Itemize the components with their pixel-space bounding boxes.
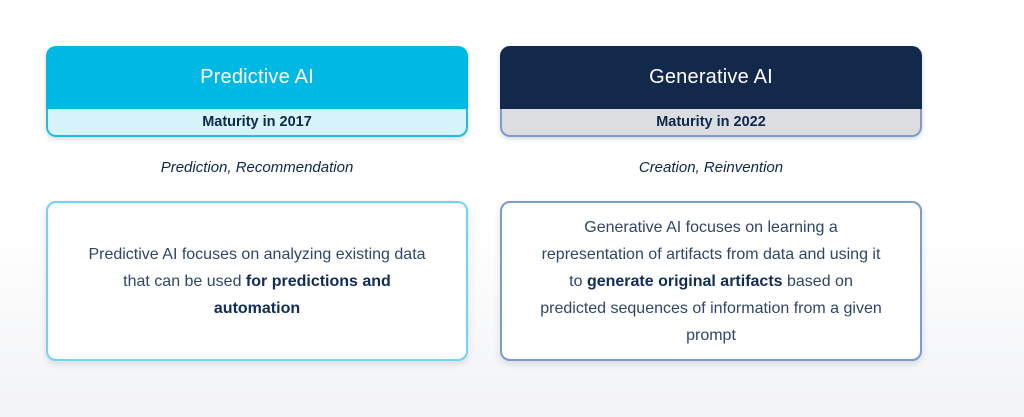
generative-ai-tagline: Creation, Reinvention [638, 159, 784, 176]
predictive-ai-header-block: Predictive AI Maturity in 2017 [46, 46, 468, 137]
column-generative-ai: Generative AI Maturity in 2022 Creation,… [500, 46, 922, 417]
generative-ai-description-box: Generative AI focuses on learning a repr… [500, 201, 922, 361]
predictive-ai-description: Predictive AI focuses on analyzing exist… [88, 245, 426, 317]
generative-ai-title: Generative AI [649, 66, 773, 88]
column-predictive-ai: Predictive AI Maturity in 2017 Predictio… [46, 46, 468, 417]
predictive-ai-tagline: Prediction, Recommendation [160, 159, 354, 176]
generative-ai-description: Generative AI focuses on learning a repr… [540, 218, 882, 344]
predictive-ai-maturity-label: Maturity in 2017 [46, 109, 468, 137]
predictive-ai-title: Predictive AI [200, 66, 314, 88]
generative-ai-header-block: Generative AI Maturity in 2022 [500, 46, 922, 137]
generative-ai-header: Generative AI [500, 46, 922, 109]
generative-ai-maturity-label: Maturity in 2022 [500, 109, 922, 137]
predictive-ai-description-box: Predictive AI focuses on analyzing exist… [46, 201, 468, 361]
predictive-ai-header: Predictive AI [46, 46, 468, 109]
